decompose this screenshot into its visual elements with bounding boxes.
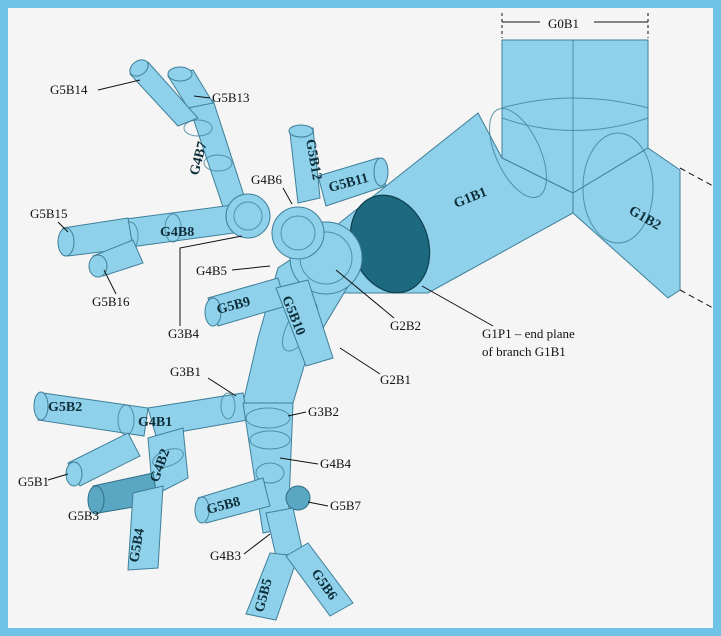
label-g4b4: G4B4 xyxy=(320,456,352,471)
junction-g3b4 xyxy=(226,194,270,238)
g2b1-leader xyxy=(340,348,380,374)
g4b5-leader xyxy=(232,266,270,270)
label-g5b14: G5B14 xyxy=(50,82,88,97)
g1p1-leader xyxy=(422,286,493,326)
label-g3b4: G3B4 xyxy=(168,326,200,341)
branch-g5b7 xyxy=(286,486,310,510)
label-g5b15: G5B15 xyxy=(30,206,68,221)
label-g4b8: G4B8 xyxy=(160,225,194,240)
g3b1-leader xyxy=(208,378,236,396)
label-g5b3: G5B3 xyxy=(68,508,99,523)
g5b7-leader xyxy=(308,502,328,506)
label-g3b1: G3B1 xyxy=(170,364,201,379)
label-g5b16: G5B16 xyxy=(92,294,130,309)
airway-tree-diagram: G1B1 G1B2 G4B7 G4B8 G5B12 G5B11 G5B9 G5B… xyxy=(8,8,713,628)
g5b1-leader xyxy=(48,474,68,480)
g5b14-leader xyxy=(98,80,140,90)
g4b3-leader xyxy=(244,534,270,554)
label-g1p1-line2: of branch G1B1 xyxy=(482,344,566,359)
label-g2b2: G2B2 xyxy=(390,318,421,333)
junction-g4b6 xyxy=(272,207,324,259)
label-g4b6: G4B6 xyxy=(251,172,283,187)
label-g4b1: G4B1 xyxy=(138,415,172,430)
label-g5b2: G5B2 xyxy=(48,400,82,415)
diagram-frame: G1B1 G1B2 G4B7 G4B8 G5B12 G5B11 G5B9 G5B… xyxy=(8,8,713,628)
label-g1p1-line1: G1P1 – end plane xyxy=(482,326,575,341)
label-g3b2: G3B2 xyxy=(308,404,339,419)
label-g2b1: G2B1 xyxy=(380,372,411,387)
label-g5b7: G5B7 xyxy=(330,498,362,513)
label-g0b1: G0B1 xyxy=(548,16,579,31)
label-g4b3: G4B3 xyxy=(210,548,241,563)
label-g4b5: G4B5 xyxy=(196,263,227,278)
label-g5b1: G5B1 xyxy=(18,474,49,489)
g4b6-leader xyxy=(283,188,292,204)
label-g5b13: G5B13 xyxy=(212,90,250,105)
